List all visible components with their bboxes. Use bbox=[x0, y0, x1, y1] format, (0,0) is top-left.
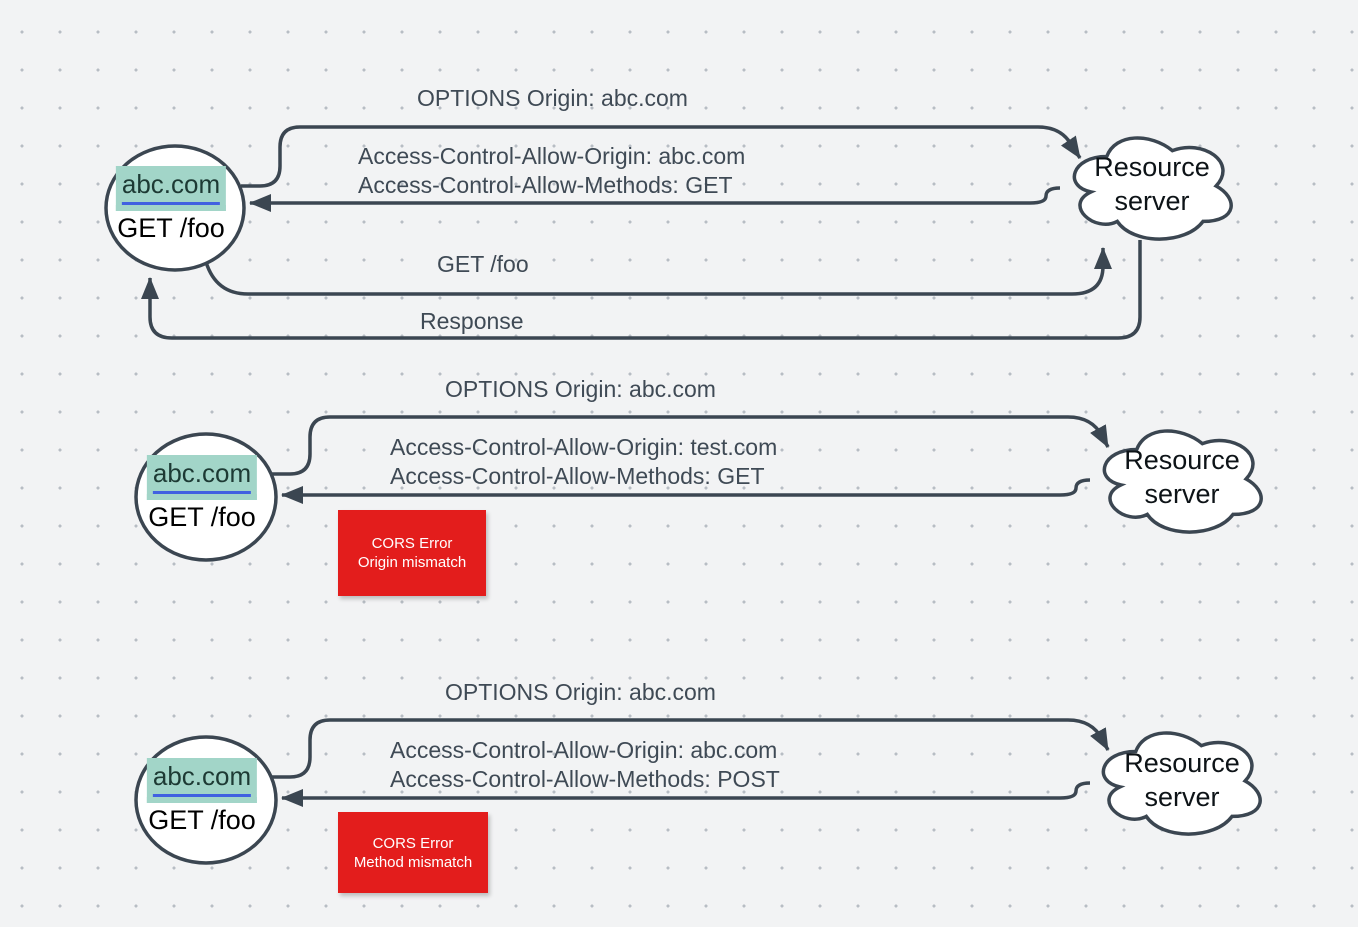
arrow-preflight-response bbox=[281, 478, 1091, 504]
arrow-preflight-response bbox=[281, 781, 1091, 807]
resource-server-label-line2: server bbox=[1144, 782, 1220, 812]
client-request-text: GET /foo bbox=[117, 212, 225, 243]
arrow-preflight-request bbox=[241, 125, 1082, 188]
cors-error-line1: CORS Error bbox=[372, 834, 454, 852]
label-preflight-request: OPTIONS Origin: abc.com bbox=[417, 85, 688, 111]
resource-server-label-line1: Resource bbox=[1094, 152, 1210, 182]
arrow-preflight-response bbox=[249, 186, 1061, 212]
cors-error-box: CORS Error Origin mismatch bbox=[338, 510, 486, 596]
client-node-label: abc.com GET /foo bbox=[146, 455, 258, 534]
client-node-label: abc.com GET /foo bbox=[146, 758, 258, 837]
label-preflight-response-line2: Access-Control-Allow-Methods: POST bbox=[390, 766, 780, 792]
resource-server-label-line1: Resource bbox=[1124, 748, 1240, 778]
client-origin-link[interactable]: abc.com bbox=[146, 758, 258, 803]
arrow-main-request bbox=[204, 247, 1112, 296]
label-preflight-response-line2: Access-Control-Allow-Methods: GET bbox=[390, 463, 765, 489]
label-preflight-response: Access-Control-Allow-Origin: test.com Ac… bbox=[390, 433, 777, 491]
client-origin-link[interactable]: abc.com bbox=[115, 166, 227, 211]
arrow-main-response bbox=[141, 240, 1142, 340]
resource-server-label-line1: Resource bbox=[1124, 445, 1240, 475]
resource-server-label: Resource server bbox=[1094, 150, 1210, 218]
label-preflight-response: Access-Control-Allow-Origin: abc.com Acc… bbox=[390, 736, 780, 794]
label-preflight-response-line1: Access-Control-Allow-Origin: abc.com bbox=[390, 737, 778, 763]
client-origin-text[interactable]: abc.com bbox=[121, 168, 221, 205]
label-main-response: Response bbox=[420, 308, 524, 334]
cors-error-box: CORS Error Method mismatch bbox=[338, 812, 488, 893]
label-preflight-response: Access-Control-Allow-Origin: abc.com Acc… bbox=[358, 142, 745, 200]
client-request-text: GET /foo bbox=[148, 804, 256, 835]
resource-server-cloud bbox=[1101, 731, 1262, 836]
resource-server-cloud bbox=[1072, 136, 1233, 241]
resource-server-label-line2: server bbox=[1114, 186, 1190, 216]
label-preflight-request: OPTIONS Origin: abc.com bbox=[445, 376, 716, 402]
client-origin-text[interactable]: abc.com bbox=[152, 457, 252, 494]
label-preflight-response-line1: Access-Control-Allow-Origin: test.com bbox=[390, 434, 778, 460]
cors-error-line1: CORS Error bbox=[371, 535, 453, 552]
arrow-preflight-request bbox=[272, 415, 1110, 476]
label-preflight-response-line1: Access-Control-Allow-Origin: abc.com bbox=[358, 143, 746, 169]
resource-server-label: Resource server bbox=[1124, 746, 1240, 814]
resource-server-label: Resource server bbox=[1124, 443, 1240, 511]
label-preflight-response-line2: Access-Control-Allow-Methods: GET bbox=[358, 172, 733, 198]
resource-server-label-line2: server bbox=[1144, 479, 1220, 509]
cors-error-line2: Method mismatch bbox=[353, 853, 473, 871]
client-request-text: GET /foo bbox=[148, 501, 256, 532]
label-main-request: GET /foo bbox=[437, 251, 529, 277]
client-origin-link[interactable]: abc.com bbox=[146, 455, 258, 500]
resource-server-cloud bbox=[1102, 429, 1263, 534]
cors-error-line2: Origin mismatch bbox=[357, 554, 467, 571]
arrow-preflight-request bbox=[272, 718, 1110, 779]
client-node-label: abc.com GET /foo bbox=[115, 166, 227, 245]
label-preflight-request: OPTIONS Origin: abc.com bbox=[445, 679, 716, 705]
client-origin-text[interactable]: abc.com bbox=[152, 760, 252, 797]
